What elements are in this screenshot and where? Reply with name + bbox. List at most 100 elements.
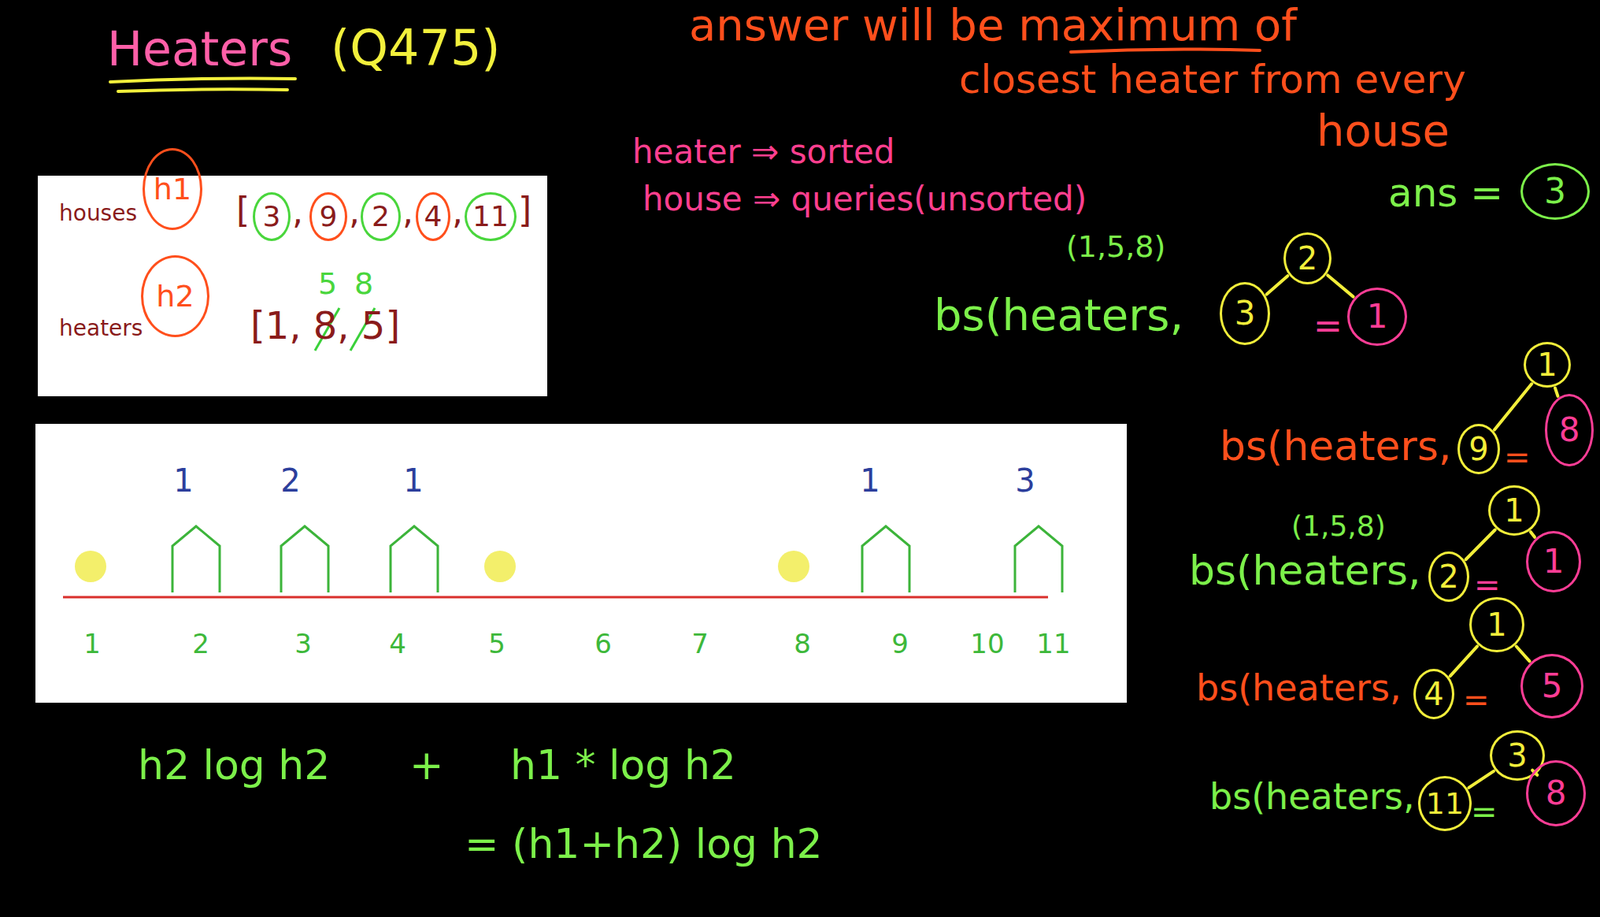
comma: ,	[348, 194, 360, 230]
circle-text: 5	[1541, 669, 1563, 703]
comma: ,	[292, 194, 304, 230]
step-circle: 1	[1488, 485, 1541, 536]
slide-panel	[37, 175, 548, 397]
circle-text: 4	[424, 202, 443, 231]
axis-tick: 6	[594, 629, 612, 657]
array-note: (1,5,8)	[1066, 231, 1166, 262]
equals-sign: =	[1503, 440, 1531, 473]
tree-link	[1466, 529, 1496, 560]
note-text: answer will be maximum of	[688, 3, 1297, 48]
tree-link-line	[1530, 531, 1535, 538]
equals-sign: =	[1313, 308, 1343, 344]
step-circle: 1	[1523, 341, 1571, 388]
tree-link-line	[1516, 646, 1530, 662]
comma: ,	[451, 194, 463, 230]
house-icon	[390, 525, 438, 593]
circled-value: 11	[464, 192, 517, 241]
panel-label: heaters	[59, 317, 143, 340]
tree-link	[1516, 646, 1530, 662]
circle-text: 4	[1423, 677, 1444, 710]
axis-tick: 4	[388, 629, 407, 657]
answer-circle: 3	[1520, 162, 1590, 220]
circle-text: 2	[1297, 242, 1318, 275]
tree-link-line	[1468, 770, 1494, 788]
correction-digit: 8	[354, 268, 374, 299]
query-circle: 3	[1219, 281, 1271, 345]
note-underline	[1070, 48, 1260, 52]
circle-text: 1	[1486, 608, 1507, 641]
circle-text: 1	[1503, 494, 1524, 526]
tree-link	[1450, 645, 1478, 676]
complexity-formula: +	[409, 744, 445, 786]
query-circle: 9	[1457, 423, 1500, 475]
circle-text: 1	[1366, 300, 1389, 334]
circle-text: 2	[371, 202, 390, 231]
circle-text: 8	[1545, 776, 1567, 810]
variable-circle: h2	[140, 255, 210, 338]
axis-tick: 7	[691, 629, 709, 657]
problem-number: (Q475)	[330, 23, 501, 73]
panel-label: houses	[59, 202, 138, 225]
circle-text: 9	[319, 202, 338, 231]
number-line-panel: 121131234567891011	[35, 423, 1127, 703]
slide-panel	[35, 423, 1127, 703]
tree-link	[1468, 770, 1494, 788]
circled-value: 2	[360, 192, 401, 241]
tree-link	[1266, 275, 1289, 294]
search-call: bs(heaters,	[1188, 549, 1422, 591]
complexity-formula: = (h1+h2) log h2	[464, 822, 823, 864]
heater-dot	[484, 550, 516, 582]
house-icon	[172, 525, 220, 593]
title-underline	[118, 88, 288, 92]
tree-link	[1530, 531, 1535, 538]
tree-link-line	[1494, 383, 1532, 430]
note-text: closest heater from every	[959, 59, 1467, 100]
distance-number: 1	[859, 464, 880, 497]
circle-text: h2	[155, 281, 194, 312]
circle-text: 3	[1507, 739, 1527, 771]
circle-text: 11	[472, 202, 509, 231]
tree-link	[1494, 383, 1532, 430]
axis-tick: 8	[793, 629, 812, 657]
circle-text: 9	[1468, 433, 1489, 465]
circle-text: 8	[1559, 413, 1581, 447]
variable-circle: h1	[142, 148, 203, 230]
result-circle: 1	[1347, 287, 1408, 346]
house-icon	[281, 525, 329, 593]
axis-tick: 11	[1036, 629, 1071, 657]
comma: ,	[402, 194, 414, 230]
distance-number: 3	[1014, 464, 1035, 497]
tree-link-line	[1327, 274, 1353, 297]
bracket: ]	[518, 192, 532, 228]
tree-link-line	[1266, 275, 1289, 294]
search-call: bs(heaters,	[1219, 425, 1452, 467]
axis-tick: 9	[891, 629, 909, 657]
array-note: (1,5,8)	[1291, 511, 1386, 541]
result-circle: 1	[1525, 530, 1582, 593]
title-underline	[110, 78, 296, 83]
circled-value: 9	[309, 192, 348, 241]
circle-text: 11	[1425, 788, 1464, 819]
tree-link-line	[1555, 387, 1559, 396]
result-circle: 8	[1544, 393, 1594, 467]
circled-value: 4	[415, 192, 451, 241]
circle-text: 2	[1438, 560, 1459, 593]
axis-tick: 10	[970, 629, 1004, 657]
search-call: bs(heaters,	[933, 292, 1184, 338]
query-circle: 2	[1428, 551, 1470, 602]
complexity-formula: h2 log h2	[137, 744, 330, 786]
result-circle: 8	[1525, 759, 1586, 826]
array-text: [1, 8, 5]	[250, 306, 400, 345]
circle-text: 3	[1234, 296, 1256, 330]
equals-sign: =	[1462, 683, 1490, 715]
circle-text: 3	[262, 202, 282, 231]
heater-dot	[74, 550, 107, 582]
axis-tick: 5	[488, 629, 506, 657]
equals-sign: =	[1470, 795, 1498, 827]
result-circle: 5	[1520, 653, 1584, 719]
tree-link-line	[1532, 770, 1538, 775]
circle-text: 3	[1544, 174, 1567, 209]
circle-text: 1	[1537, 348, 1557, 381]
step-circle: 1	[1469, 596, 1525, 652]
house-icon	[862, 525, 910, 593]
